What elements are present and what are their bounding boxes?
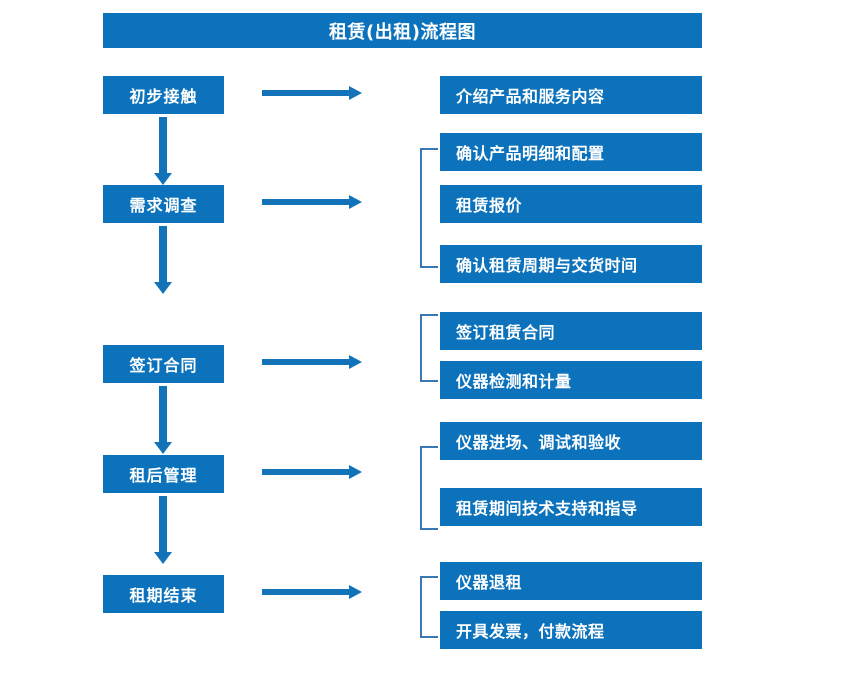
- arrow-head: [349, 86, 362, 100]
- stage-box-4[interactable]: 租后管理: [103, 455, 224, 493]
- detail-box-9[interactable]: 仪器退租: [440, 562, 702, 600]
- arrow-head: [154, 173, 172, 185]
- arrow-shaft: [262, 90, 350, 96]
- arrow-head: [349, 195, 362, 209]
- group-bracket-5: [420, 576, 438, 638]
- group-bracket-2: [420, 148, 438, 268]
- detail-box-2[interactable]: 确认产品明细和配置: [440, 133, 702, 171]
- page-title: 租赁(出租)流程图: [103, 13, 702, 48]
- arrow-head: [349, 585, 362, 599]
- arrow-head: [154, 442, 172, 454]
- detail-box-5[interactable]: 签订租赁合同: [440, 312, 702, 350]
- detail-box-10[interactable]: 开具发票，付款流程: [440, 611, 702, 649]
- flow-arrow-down-2: [154, 226, 172, 294]
- flow-arrow-down-3: [154, 386, 172, 454]
- arrow-shaft: [159, 226, 167, 283]
- flow-arrow-right-3: [262, 354, 362, 370]
- flow-arrow-right-2: [262, 194, 362, 210]
- detail-box-1[interactable]: 介绍产品和服务内容: [440, 76, 702, 114]
- group-bracket-4: [420, 446, 438, 530]
- detail-box-3[interactable]: 租赁报价: [440, 185, 702, 223]
- arrow-shaft: [262, 359, 350, 365]
- arrow-shaft: [262, 469, 350, 475]
- arrow-head: [349, 355, 362, 369]
- group-bracket-3: [420, 314, 438, 382]
- arrow-head: [154, 552, 172, 564]
- arrow-shaft: [159, 496, 167, 553]
- arrow-shaft: [262, 589, 350, 595]
- stage-box-5[interactable]: 租期结束: [103, 575, 224, 613]
- stage-box-1[interactable]: 初步接触: [103, 76, 224, 114]
- arrow-shaft: [159, 386, 167, 443]
- detail-box-4[interactable]: 确认租赁周期与交货时间: [440, 245, 702, 283]
- detail-box-6[interactable]: 仪器检测和计量: [440, 361, 702, 399]
- flow-arrow-down-1: [154, 117, 172, 185]
- arrow-head: [154, 282, 172, 294]
- arrow-head: [349, 465, 362, 479]
- flow-arrow-right-1: [262, 85, 362, 101]
- stage-box-2[interactable]: 需求调查: [103, 185, 224, 223]
- stage-box-3[interactable]: 签订合同: [103, 345, 224, 383]
- flow-arrow-right-4: [262, 464, 362, 480]
- flow-arrow-down-4: [154, 496, 172, 564]
- arrow-shaft: [159, 117, 167, 174]
- detail-box-7[interactable]: 仪器进场、调试和验收: [440, 422, 702, 460]
- arrow-shaft: [262, 199, 350, 205]
- detail-box-8[interactable]: 租赁期间技术支持和指导: [440, 488, 702, 526]
- flow-arrow-right-5: [262, 584, 362, 600]
